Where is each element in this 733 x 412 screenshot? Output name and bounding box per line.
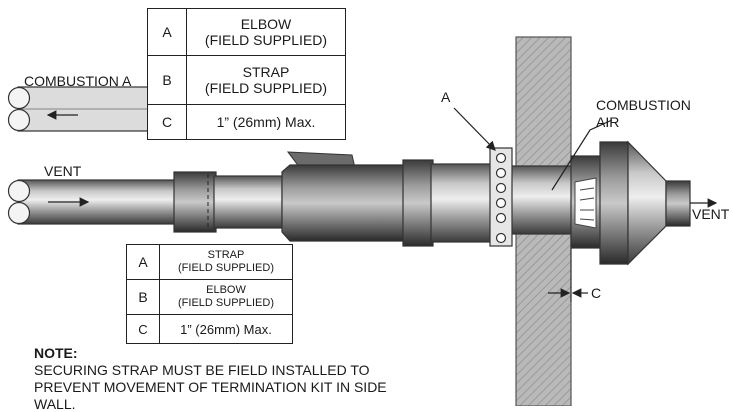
- legend-top-key: A: [147, 8, 187, 56]
- legend-bottom-line1: ELBOW: [206, 284, 246, 296]
- legend-top-line2: (FIELD SUPPLIED): [204, 80, 328, 96]
- vent-left-label: VENT: [44, 163, 82, 179]
- legend-top-row: B STRAP (FIELD SUPPLIED): [147, 55, 346, 105]
- legend-bottom-row: A STRAP (FIELD SUPPLIED): [126, 244, 293, 280]
- legend-bottom-line1: STRAP: [207, 249, 245, 261]
- clearance-dimension: [548, 248, 588, 302]
- legend-bottom-key: A: [126, 244, 160, 280]
- legend-top-value: 1” (26mm) Max.: [186, 104, 346, 140]
- legend-top-key: C: [147, 104, 187, 140]
- legend-top-key: B: [147, 55, 187, 105]
- legend-bottom-line2: (FIELD SUPPLIED): [178, 262, 274, 274]
- legend-bottom-line2: (FIELD SUPPLIED): [178, 297, 274, 309]
- vent-pipe: [7, 179, 179, 225]
- combustion-air-leader: [551, 119, 613, 191]
- legend-top-value: STRAP (FIELD SUPPLIED): [186, 55, 346, 105]
- legend-bottom-row: C 1” (26mm) Max.: [126, 314, 293, 344]
- legend-bottom-row: B ELBOW (FIELD SUPPLIED): [126, 279, 293, 315]
- legend-bottom-key: B: [126, 279, 160, 315]
- vent-right-label: VENT: [692, 206, 730, 222]
- note-line-3: WALL.: [34, 396, 76, 412]
- securing-strap: [489, 147, 513, 247]
- note-line-2: PREVENT MOVEMENT OF TERMINATION KIT IN S…: [34, 379, 387, 395]
- legend-bottom-value: ELBOW (FIELD SUPPLIED): [159, 279, 293, 315]
- legend-top-row: A ELBOW (FIELD SUPPLIED): [147, 8, 346, 56]
- combustion-air-pipe: [7, 86, 159, 132]
- legend-top: A ELBOW (FIELD SUPPLIED) B STRAP (FIELD …: [147, 8, 346, 140]
- legend-top-value: ELBOW (FIELD SUPPLIED): [186, 8, 346, 56]
- callout-c-label: C: [591, 285, 602, 301]
- combustion-air-left-label: COMBUSTION A: [24, 73, 132, 89]
- legend-top-row: C 1” (26mm) Max.: [147, 104, 346, 140]
- legend-bottom-key: C: [126, 314, 160, 344]
- combustion-air-right-label-1: COMBUSTION: [596, 97, 691, 113]
- legend-top-line1: ELBOW: [240, 16, 292, 32]
- combustion-air-right-label-2: AIR: [596, 114, 620, 130]
- legend-top-line2: (FIELD SUPPLIED): [204, 32, 328, 48]
- legend-bottom: A STRAP (FIELD SUPPLIED) B ELBOW (FIELD …: [126, 244, 293, 344]
- termination-cap: [570, 140, 691, 266]
- legend-bottom-value: 1” (26mm) Max.: [159, 314, 293, 344]
- callout-a-leader: [453, 107, 496, 151]
- vent-coupling: [173, 171, 283, 233]
- note-line-1: SECURING STRAP MUST BE FIELD INSTALLED T…: [34, 362, 370, 378]
- legend-top-line1: STRAP: [242, 64, 290, 80]
- note-heading: NOTE:: [34, 345, 78, 361]
- legend-bottom-value: STRAP (FIELD SUPPLIED): [159, 244, 293, 280]
- callout-a-label: A: [441, 89, 451, 105]
- main-pipe: [281, 159, 492, 247]
